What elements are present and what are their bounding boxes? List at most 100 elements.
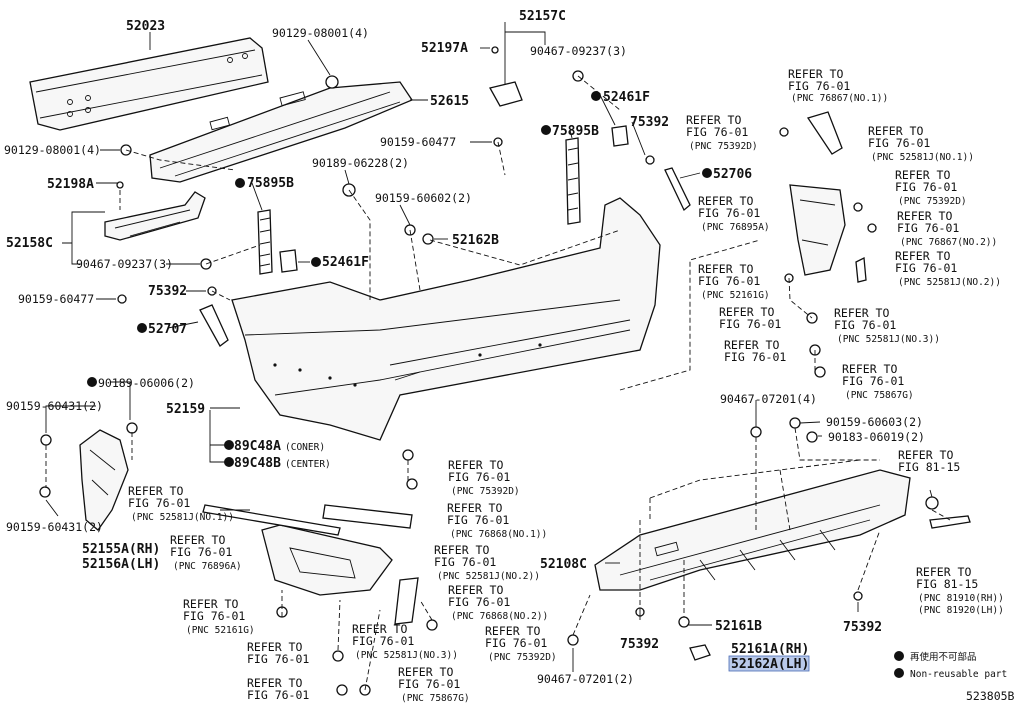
label-52158c: 52158C <box>6 236 53 251</box>
ref-3-fig: FIG 76-01 <box>868 136 930 150</box>
reflector-right <box>664 167 691 212</box>
strip-76868-no1 <box>322 504 413 529</box>
ref-24-pnc: (PNC 75867G) <box>401 693 470 704</box>
plate-76868-no2 <box>394 577 419 625</box>
strip-no1 <box>202 504 341 536</box>
ref-10-pnc: (PNC 52581J(NO.3)) <box>837 334 940 345</box>
label-52707: 52707 <box>148 322 187 337</box>
pad-right <box>611 125 629 147</box>
label-90159-60477-mid: 90159-60477 <box>380 135 456 149</box>
ref-25-fig: FIG 76-01 <box>247 688 309 702</box>
label-90159-60603: 90159-60603(2) <box>826 415 923 429</box>
ref-12-fig: FIG 76-01 <box>842 374 904 388</box>
label-90467-07201-2: 90467-07201(2) <box>537 672 634 686</box>
bumper-cover <box>231 197 661 441</box>
ref-2-fig: FIG 76-01 <box>686 125 748 139</box>
ref-4-pnc: (PNC 75392D) <box>898 196 967 207</box>
ref-25-title: REFER TO <box>247 676 302 690</box>
ref-1-fig: FIG 76-01 <box>788 79 850 93</box>
ref-8-title: REFER TO <box>698 262 753 276</box>
ref-17-fig: FIG 76-01 <box>170 545 232 559</box>
ref-26-fig: FIG 81-15 <box>916 577 978 591</box>
label-90189-06228: 90189-06228(2) <box>312 156 409 170</box>
ref-19-fig: FIG 76-01 <box>448 595 510 609</box>
legend: 再使用不可部品 Non-reusable part <box>910 651 1007 680</box>
ref-22-fig: FIG 76-01 <box>352 634 414 648</box>
label-90467-top: 90467-09237(3) <box>530 44 627 58</box>
lower-diffuser <box>594 469 911 591</box>
ref-21-fig: FIG 76-01 <box>183 609 245 623</box>
label-52161a: 52161A(RH) <box>731 642 809 657</box>
label-90189-06006: 90189-06006(2) <box>98 376 195 390</box>
ref-18-title: REFER TO <box>434 543 489 557</box>
reflector-strip-right <box>565 137 581 225</box>
label-52162a: 52162A(LH) <box>731 657 809 672</box>
label-52197a: 52197A <box>421 41 468 56</box>
ref-11-fig: FIG 76-01 <box>724 350 786 364</box>
ref-20-fig: FIG 76-01 <box>485 636 547 650</box>
legend-english: Non-reusable part <box>910 669 1007 680</box>
ref-12-title: REFER TO <box>842 362 897 376</box>
leader-lines <box>45 22 933 672</box>
ref-9-title: REFER TO <box>719 305 774 319</box>
ref-16-title: REFER TO <box>447 501 502 515</box>
ref-6-pnc: (PNC 76867(NO.2)) <box>900 237 997 248</box>
ref-5-pnc: (PNC 76895A) <box>701 222 770 233</box>
label-90159-60602: 90159-60602(2) <box>375 191 472 205</box>
ref-20-pnc: (PNC 75392D) <box>488 652 557 663</box>
ref-13-fig: FIG 76-01 <box>448 470 510 484</box>
reflector-strip-left <box>257 209 273 275</box>
ref-14-fig: FIG 81-15 <box>898 460 960 474</box>
label-89c48a: 89C48A <box>234 439 281 454</box>
ref-14-title: REFER TO <box>898 448 953 462</box>
label-90467-left: 90467-09237(3) <box>76 257 173 271</box>
ref-17-pnc: (PNC 76896A) <box>173 561 242 572</box>
ref-23-title: REFER TO <box>247 640 302 654</box>
seal-right <box>929 515 971 529</box>
label-52155a: 52155A(RH) <box>82 542 160 557</box>
ref-4-fig: FIG 76-01 <box>895 180 957 194</box>
ref-7-title: REFER TO <box>895 249 950 263</box>
label-75895b-left: 75895B <box>247 176 294 191</box>
ref-12-pnc: (PNC 75867G) <box>845 390 914 401</box>
right-side-panel <box>789 111 846 276</box>
ref-22-title: REFER TO <box>352 622 407 636</box>
highlight-52162a <box>728 655 810 672</box>
label-75392-left: 75392 <box>148 284 187 299</box>
label-52157c: 52157C <box>519 9 566 24</box>
ref-23-fig: FIG 76-01 <box>247 652 309 666</box>
label-52023: 52023 <box>126 19 165 34</box>
ref-17-title: REFER TO <box>170 533 225 547</box>
ref-19-pnc: (PNC 76868(NO.2)) <box>451 611 548 622</box>
ref-11-title: REFER TO <box>724 338 779 352</box>
ref-13-pnc: (PNC 75392D) <box>451 486 520 497</box>
label-90159-60477-left: 90159-60477 <box>18 292 94 306</box>
ref-2-pnc: (PNC 75392D) <box>689 141 758 152</box>
label-90129-top: 90129-08001(4) <box>272 26 369 40</box>
lower-garnish-left <box>261 524 393 596</box>
label-52461f-right: 52461F <box>603 90 650 105</box>
label-52161b: 52161B <box>715 619 762 634</box>
ref-20-title: REFER TO <box>485 624 540 638</box>
ref-22-pnc: (PNC 52581J(NO.3)) <box>355 650 458 661</box>
label-52198a: 52198A <box>47 177 94 192</box>
ref-13-title: REFER TO <box>448 458 503 472</box>
ref-6-fig: FIG 76-01 <box>897 221 959 235</box>
bumper-reinforcement <box>29 37 269 131</box>
ref-26-pnc1: (PNC 81910(RH)) <box>918 593 1004 604</box>
ref-8-fig: FIG 76-01 <box>698 274 760 288</box>
label-90159-60431-a: 90159-60431(2) <box>6 399 103 413</box>
label-52156a: 52156A(LH) <box>82 557 160 572</box>
ref-7-pnc: (PNC 52581J(NO.2)) <box>898 277 1001 288</box>
reflector-left <box>199 304 229 347</box>
label-52162b: 52162B <box>452 233 499 248</box>
ref-26-title: REFER TO <box>916 565 971 579</box>
label-90183-06019: 90183-06019(2) <box>828 430 925 444</box>
label-90129-left: 90129-08001(4) <box>4 143 101 157</box>
cover-52161a <box>689 644 711 661</box>
ref-7-fig: FIG 76-01 <box>895 261 957 275</box>
ref-21-title: REFER TO <box>183 597 238 611</box>
pad-left <box>279 249 298 273</box>
refer-callouts: REFER TO FIG 76-01 (PNC 76867(NO.1)) REF… <box>128 67 1004 704</box>
ref-19-title: REFER TO <box>448 583 503 597</box>
